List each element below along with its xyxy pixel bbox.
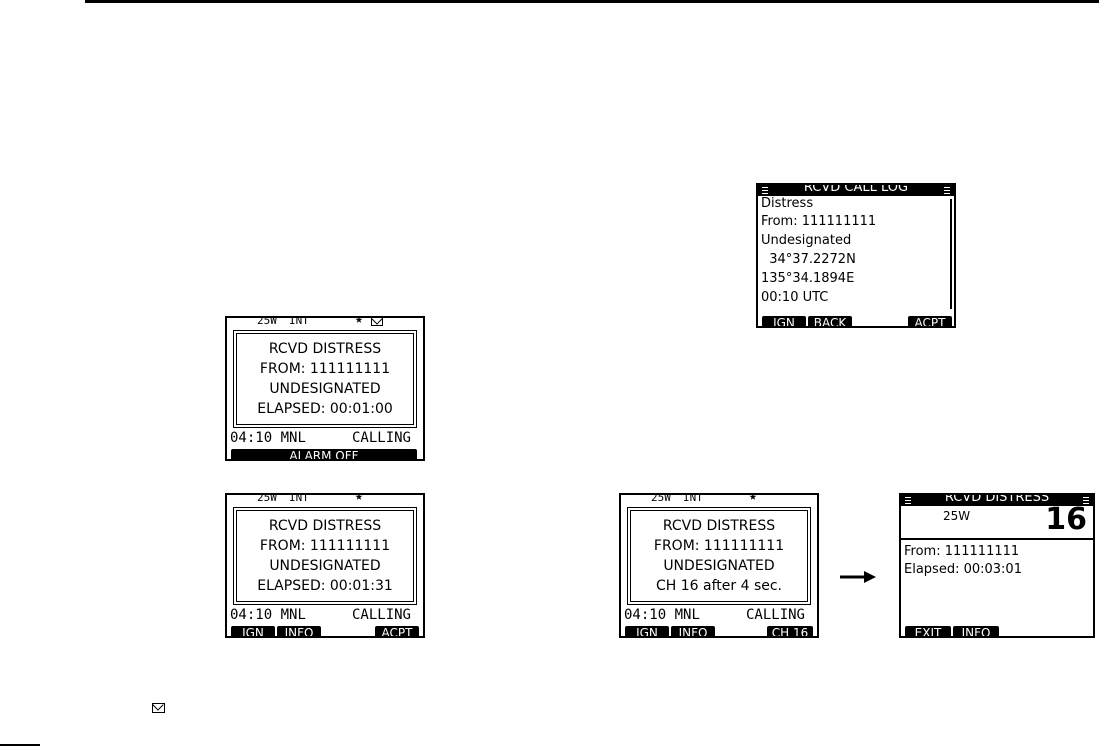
bottom-status: 04:10 MNL CALLING — [624, 607, 811, 623]
channel-mode-indicator: INT — [289, 495, 309, 504]
menu-icon — [1083, 497, 1089, 504]
message-line: ELAPSED: 00:01:00 — [257, 401, 393, 417]
envelope-icon — [152, 703, 165, 713]
softkey-bar: IGN BACK ACPT — [758, 316, 954, 326]
power-indicator: 25W — [651, 495, 671, 504]
log-line: From: 111111111 — [761, 214, 877, 229]
channel-16-softkey[interactable]: CH 16 — [767, 626, 813, 636]
ignore-softkey[interactable]: IGN — [625, 626, 669, 636]
message-line: FROM: 111111111 — [653, 538, 785, 554]
channel-number: 16 — [1045, 502, 1087, 537]
power-indicator: 25W — [257, 318, 277, 327]
bottom-status: 04:10 MNL CALLING — [230, 607, 417, 623]
message-line: UNDESIGNATED — [663, 558, 775, 574]
menu-icon — [944, 187, 950, 194]
status-bar: 25W INT ★ — [227, 318, 423, 329]
screen-distress-channel: RCVD DISTRESS 25W 16 From: 111111111 Ela… — [899, 493, 1095, 638]
top-rule — [85, 0, 1099, 3]
accept-softkey[interactable]: ACPT — [375, 626, 419, 636]
star-icon: ★ — [355, 495, 363, 504]
softkey-bar: IGN INFO CH 16 — [621, 626, 817, 636]
softkey-bar: IGN INFO ACPT — [227, 626, 423, 636]
log-line: Undesignated — [761, 233, 852, 248]
accept-softkey[interactable]: ACPT — [908, 316, 952, 326]
ignore-softkey[interactable]: IGN — [231, 626, 275, 636]
screen-distress-elapsed: 25W INT ★ RCVD DISTRESS FROM: 111111111 … — [225, 493, 425, 638]
star-icon: ★ — [749, 495, 757, 504]
scrollbar[interactable] — [950, 199, 952, 309]
message-line: RCVD DISTRESS — [268, 341, 382, 357]
status-bar: 25W INT ★ — [621, 495, 817, 506]
alarm-off-softkey[interactable]: ALARM OFF — [231, 449, 417, 459]
message-line: RCVD DISTRESS — [268, 518, 382, 534]
screen-distress-alarm: 25W INT ★ RCVD DISTRESS FROM: 111111111 … — [225, 316, 425, 461]
envelope-icon — [371, 318, 383, 326]
distress-message-frame: RCVD DISTRESS FROM: 111111111 UNDESIGNAT… — [233, 507, 417, 605]
message-line: UNDESIGNATED — [269, 381, 381, 397]
zone-readout: MNL — [280, 430, 306, 446]
ignore-softkey[interactable]: IGN — [762, 316, 806, 326]
info-softkey[interactable]: INFO — [953, 626, 999, 636]
message-line: FROM: 111111111 — [259, 538, 391, 554]
log-line: 00:10 UTC — [761, 290, 829, 305]
time-readout: 04:10 — [624, 607, 667, 623]
softkey-bar: ALARM OFF — [227, 449, 423, 459]
time-readout: 04:10 — [230, 607, 273, 623]
title-bar: RCVD CALL LOG — [758, 185, 954, 196]
exit-softkey[interactable]: EXIT — [905, 626, 951, 636]
menu-icon — [905, 497, 911, 504]
divider — [901, 538, 1093, 540]
calling-status: CALLING — [745, 607, 805, 623]
calling-status: CALLING — [351, 430, 411, 446]
message-line: ELAPSED: 00:01:31 — [257, 578, 393, 594]
star-icon: ★ — [355, 318, 363, 327]
softkey-bar: EXIT INFO — [901, 626, 1093, 636]
bottom-status: 04:10 MNL CALLING — [230, 430, 417, 446]
log-line: 34°37.2272N — [761, 252, 856, 267]
status-bar: 25W INT ★ — [227, 495, 423, 506]
distress-message-frame: RCVD DISTRESS FROM: 111111111 UNDESIGNAT… — [627, 507, 811, 605]
message-line: RCVD DISTRESS — [662, 518, 776, 534]
info-softkey[interactable]: INFO — [671, 626, 715, 636]
message-line: Elapsed: 00:03:01 — [904, 562, 1022, 577]
bottom-rule — [0, 744, 40, 746]
power-indicator: 25W — [943, 509, 971, 523]
channel-mode-indicator: INT — [683, 495, 703, 504]
info-softkey[interactable]: INFO — [277, 626, 321, 636]
channel-mode-indicator: INT — [289, 318, 309, 327]
distress-message-frame: RCVD DISTRESS FROM: 111111111 UNDESIGNAT… — [233, 330, 417, 428]
menu-icon — [762, 187, 768, 194]
log-line: 135°34.1894E — [761, 271, 855, 286]
message-line: From: 111111111 — [904, 544, 1020, 559]
screen-title: RCVD CALL LOG — [803, 185, 909, 195]
title-bar: RCVD DISTRESS — [901, 495, 1093, 506]
screen-title: RCVD DISTRESS — [944, 495, 1050, 505]
screen-call-log: RCVD CALL LOG Distress From: 111111111 U… — [756, 183, 956, 328]
calling-status: CALLING — [351, 607, 411, 623]
arrow-right-icon — [840, 571, 876, 583]
screen-distress-ch16: 25W INT ★ RCVD DISTRESS FROM: 111111111 … — [619, 493, 819, 638]
log-line: Distress — [761, 196, 814, 211]
message-line: CH 16 after 4 sec. — [656, 578, 782, 594]
zone-readout: MNL — [280, 607, 306, 623]
back-softkey[interactable]: BACK — [808, 316, 852, 326]
message-line: UNDESIGNATED — [269, 558, 381, 574]
message-line: FROM: 111111111 — [259, 361, 391, 377]
zone-readout: MNL — [674, 607, 700, 623]
time-readout: 04:10 — [230, 430, 273, 446]
power-indicator: 25W — [257, 495, 277, 504]
